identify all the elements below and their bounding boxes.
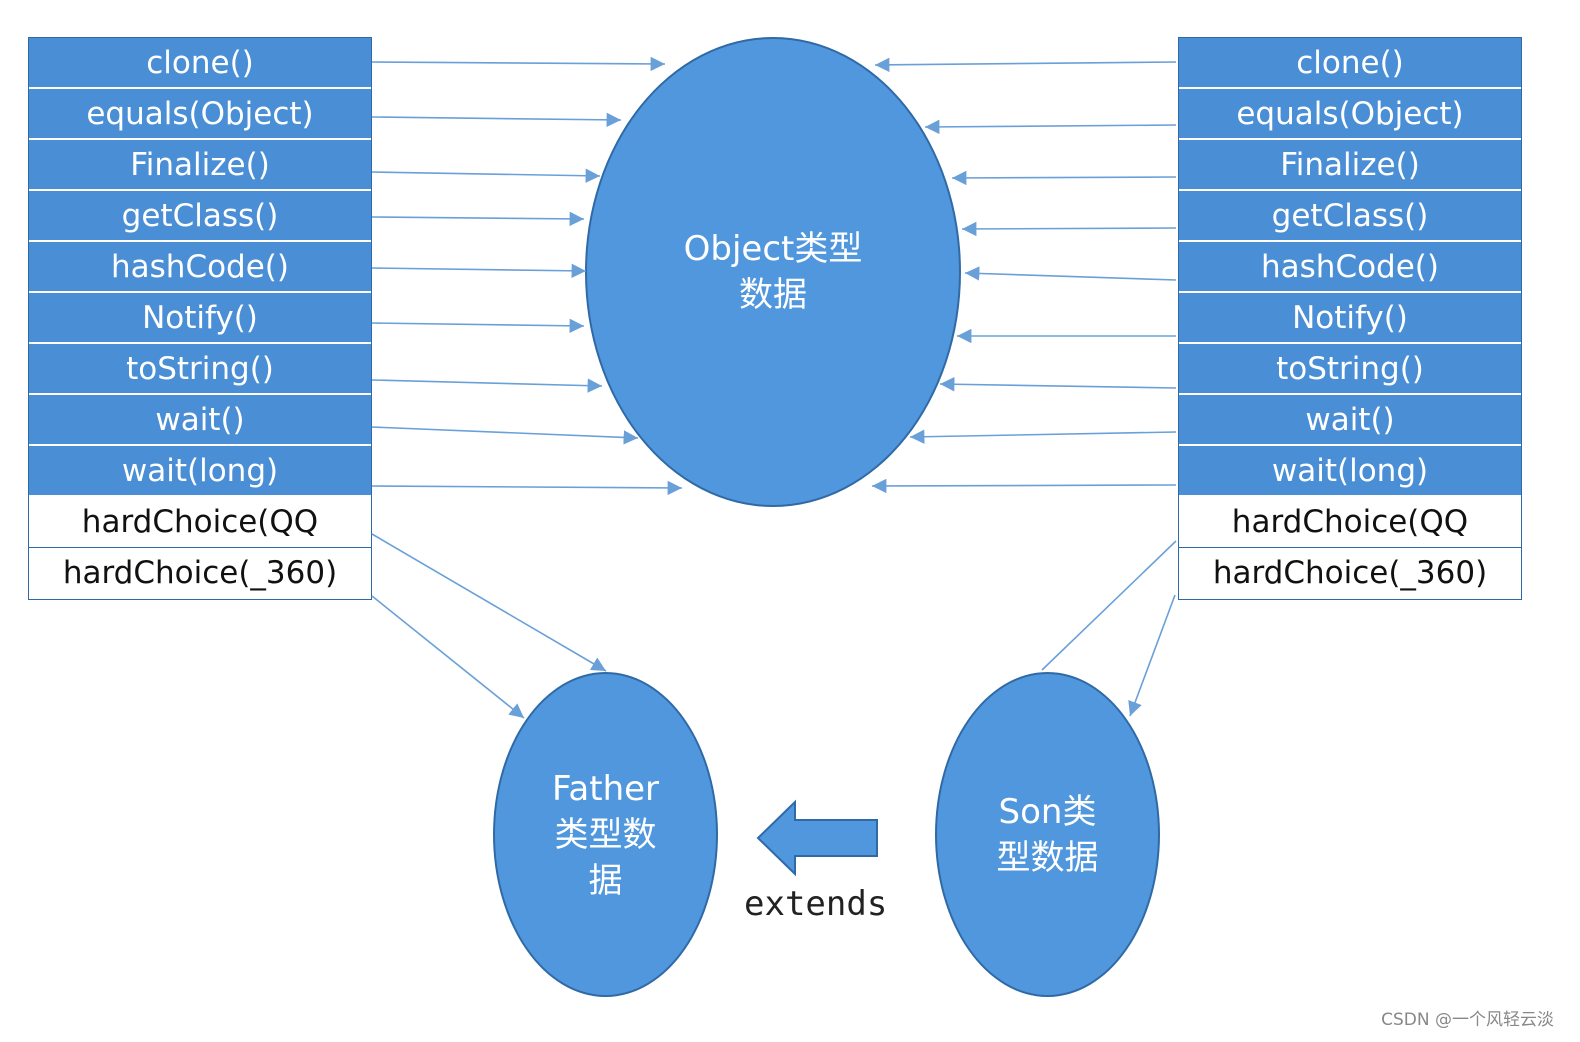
son-type-ellipse: Son类 型数据 bbox=[935, 672, 1160, 997]
method-row-own: hardChoice(QQ bbox=[1179, 497, 1521, 548]
arrow bbox=[371, 378, 603, 393]
arrow bbox=[1128, 594, 1176, 717]
arrow bbox=[371, 112, 622, 128]
arrow bbox=[939, 377, 1177, 392]
method-row: toString() bbox=[29, 344, 371, 395]
arrow bbox=[871, 478, 1177, 494]
connector-line bbox=[1041, 540, 1177, 671]
arrow bbox=[371, 318, 585, 333]
method-row: Finalize() bbox=[1179, 140, 1521, 191]
method-row: hashCode() bbox=[29, 242, 371, 293]
arrow bbox=[371, 533, 607, 672]
method-row: equals(Object) bbox=[1179, 89, 1521, 140]
son-type-label: Son类 型数据 bbox=[996, 791, 1099, 878]
arrow bbox=[371, 168, 601, 183]
method-row-own: hardChoice(_360) bbox=[29, 548, 371, 599]
method-row: wait(long) bbox=[1179, 446, 1521, 497]
son-method-table: clone() equals(Object) Finalize() getCla… bbox=[1178, 37, 1522, 600]
method-row: Finalize() bbox=[29, 140, 371, 191]
arrow bbox=[371, 56, 666, 72]
father-type-ellipse: Father 类型数 据 bbox=[493, 672, 718, 997]
object-type-ellipse: Object类型 数据 bbox=[585, 37, 961, 507]
method-row: Notify() bbox=[1179, 293, 1521, 344]
object-type-label: Object类型 数据 bbox=[683, 229, 863, 315]
method-row: getClass() bbox=[29, 191, 371, 242]
arrow bbox=[964, 266, 1177, 281]
arrow bbox=[874, 57, 1177, 73]
arrow bbox=[371, 211, 585, 227]
extends-arrow bbox=[756, 799, 878, 877]
arrow bbox=[909, 429, 1177, 444]
method-row: clone() bbox=[1179, 38, 1521, 89]
arrow bbox=[961, 221, 1177, 237]
watermark: CSDN @一个风轻云淡 bbox=[1381, 1010, 1554, 1030]
method-row-own: hardChoice(QQ bbox=[29, 497, 371, 548]
method-row: wait() bbox=[1179, 395, 1521, 446]
arrow bbox=[371, 426, 639, 445]
method-row: getClass() bbox=[1179, 191, 1521, 242]
arrow bbox=[951, 170, 1177, 186]
method-row: hashCode() bbox=[1179, 242, 1521, 293]
arrow bbox=[371, 480, 683, 496]
arrow bbox=[924, 119, 1177, 135]
method-row: clone() bbox=[29, 38, 371, 89]
father-method-table: clone() equals(Object) Finalize() getCla… bbox=[28, 37, 372, 600]
arrow bbox=[371, 595, 525, 719]
method-row-own: hardChoice(_360) bbox=[1179, 548, 1521, 599]
method-row: wait() bbox=[29, 395, 371, 446]
method-row: equals(Object) bbox=[29, 89, 371, 140]
method-row: toString() bbox=[1179, 344, 1521, 395]
extends-label: extends bbox=[744, 884, 888, 924]
method-row: Notify() bbox=[29, 293, 371, 344]
method-row: wait(long) bbox=[29, 446, 371, 497]
arrow bbox=[371, 263, 587, 278]
father-type-label: Father 类型数 据 bbox=[551, 768, 660, 901]
